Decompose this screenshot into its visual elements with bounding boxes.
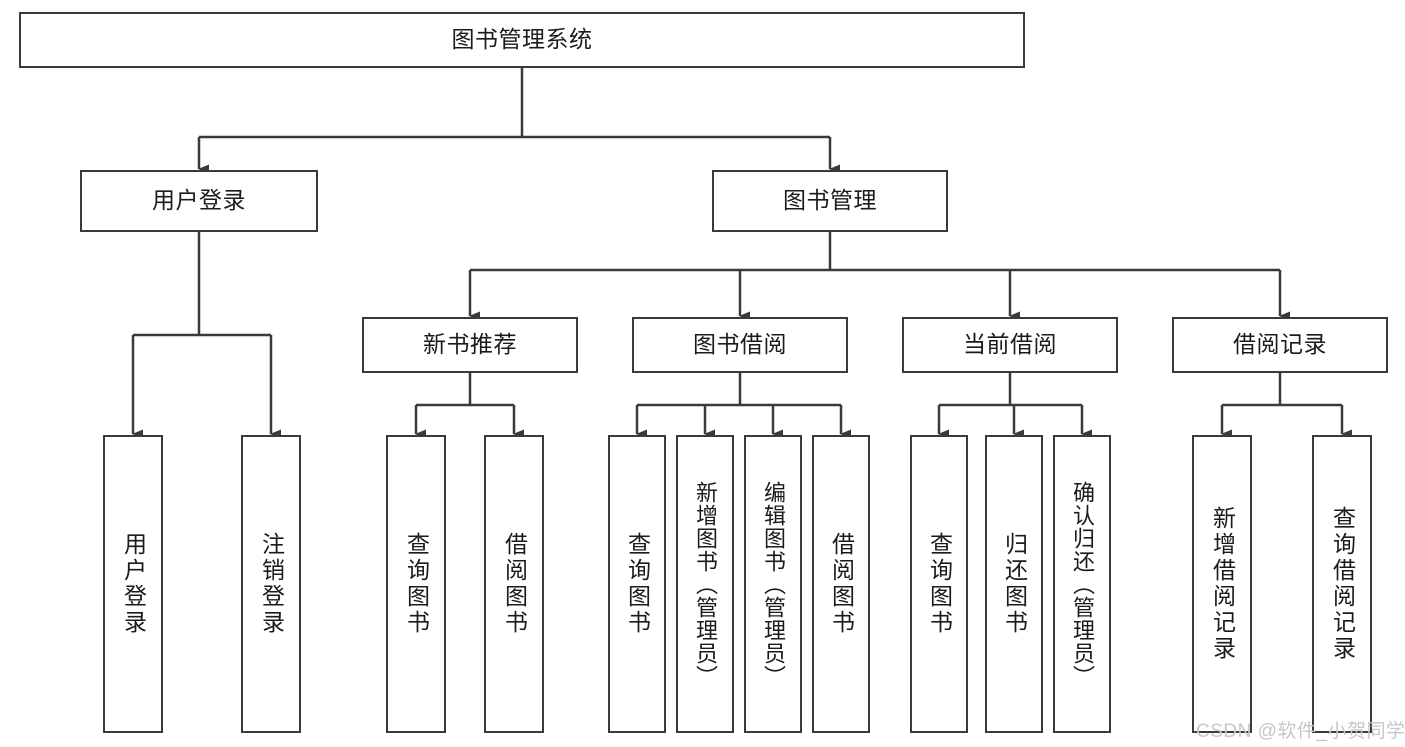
- node-label: 用户登录: [152, 187, 246, 214]
- node-book-borrow: 图书借阅: [632, 317, 848, 373]
- node-label: 当前借阅: [963, 331, 1057, 358]
- edge-paths: [131, 68, 1352, 439]
- node-label: 确认归还（管理员）: [1070, 480, 1095, 688]
- node-label: 查询借阅记录: [1329, 506, 1356, 662]
- node-leaf-query-record: 查询借阅记录: [1312, 435, 1372, 733]
- node-label: 编辑图书（管理员）: [761, 480, 786, 688]
- csdn-watermark: CSDN @软件_小贺同学: [1196, 721, 1405, 742]
- node-label: 查询图书: [624, 532, 651, 636]
- node-label: 借阅图书: [828, 532, 855, 636]
- node-label: 借阅图书: [501, 532, 528, 636]
- node-label: 图书借阅: [693, 331, 787, 358]
- node-label: 图书管理系统: [451, 26, 593, 53]
- node-label: 新增借阅记录: [1209, 506, 1236, 662]
- node-book-manage: 图书管理: [712, 170, 948, 232]
- node-leaf-borrow-book-2: 借阅图书: [812, 435, 870, 733]
- node-user-login: 用户登录: [80, 170, 318, 232]
- node-label: 新增图书（管理员）: [693, 480, 718, 688]
- node-leaf-user-logout: 注销登录: [241, 435, 301, 733]
- node-current-borrow: 当前借阅: [902, 317, 1118, 373]
- node-leaf-borrow-book-1: 借阅图书: [484, 435, 544, 733]
- node-leaf-query-book-1: 查询图书: [386, 435, 446, 733]
- node-leaf-add-record: 新增借阅记录: [1192, 435, 1252, 733]
- node-leaf-query-book-2: 查询图书: [608, 435, 666, 733]
- node-leaf-query-book-3: 查询图书: [910, 435, 968, 733]
- node-leaf-user-login: 用户登录: [103, 435, 163, 733]
- node-label: 用户登录: [120, 532, 147, 636]
- node-leaf-confirm-return: 确认归还（管理员）: [1053, 435, 1111, 733]
- node-label: 新书推荐: [423, 331, 517, 358]
- node-leaf-edit-book: 编辑图书（管理员）: [744, 435, 802, 733]
- node-label: 查询图书: [926, 532, 953, 636]
- node-leaf-add-book: 新增图书（管理员）: [676, 435, 734, 733]
- node-label: 借阅记录: [1233, 331, 1327, 358]
- node-label: 图书管理: [783, 187, 877, 214]
- node-label: 归还图书: [1001, 532, 1028, 636]
- node-label: 查询图书: [403, 532, 430, 636]
- node-label: 注销登录: [258, 532, 285, 636]
- node-borrow-record: 借阅记录: [1172, 317, 1388, 373]
- node-leaf-return-book: 归还图书: [985, 435, 1043, 733]
- node-root: 图书管理系统: [19, 12, 1025, 68]
- node-new-book-recommend: 新书推荐: [362, 317, 578, 373]
